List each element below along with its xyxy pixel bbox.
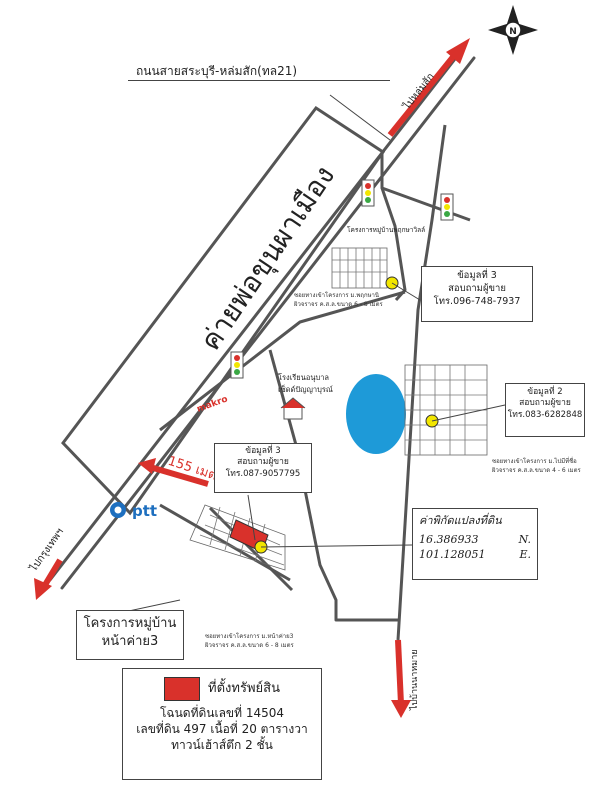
road-bottom-village-2 — [208, 506, 294, 592]
traffic-light-3 — [230, 351, 244, 379]
school-line2: เซ็ดด์ปัญญาบุรณ์ — [278, 384, 333, 394]
compass-label: N — [509, 27, 517, 37]
pond — [346, 374, 406, 454]
info-box-3-top-line2: สอบถามผู้ขาย — [448, 282, 506, 294]
road-note-bottom-2: ผิวจราจร ค.ส.ล.ขนาด 6 - 8 เมตร — [205, 642, 295, 649]
village-project-line2: หน้าค่าย3 — [101, 633, 159, 649]
compass-icon — [488, 5, 538, 55]
info-box-3-left-phone: โทร.087-9057795 — [225, 468, 301, 479]
coordinates-lon-row: 101.128051 E. — [419, 548, 531, 563]
coordinates-lat: 16.386933 — [419, 532, 479, 546]
highway-label: ถนนสายสระบุรี-หล่มสัก(ทล21) — [136, 62, 297, 81]
coordinates-lon: 101.128051 — [419, 547, 486, 561]
legend-land: เลขที่ดิน 497 เนื้อที่ 20 ตารางวา — [136, 722, 308, 737]
legend-box: ที่ตั้งทรัพย์สิน โฉนดที่ดินเลขที่ 14504 … — [122, 668, 322, 780]
legend-label: ที่ตั้งทรัพย์สิน — [208, 681, 280, 697]
info-box-2-title: ข้อมูลที่ 2 — [527, 387, 563, 397]
info-box-3-top-phone: โทร.096-748-7937 — [433, 295, 521, 307]
info-box-2: ข้อมูลที่ 2 สอบถามผู้ขาย โทร.083-6282848 — [505, 383, 585, 437]
highway — [48, 48, 476, 590]
local-roads — [159, 124, 471, 641]
road-note-bottom-1: ซอยทางเข้าโครงการ ม.หน้าค่าย3 — [205, 632, 294, 640]
connector-highway-label — [329, 94, 391, 141]
village-top-lots — [332, 248, 387, 288]
ptt-label: ptt — [132, 502, 157, 520]
road-to-top-village — [380, 187, 407, 302]
traffic-light-2 — [440, 193, 454, 221]
ptt-logo — [110, 502, 126, 518]
info-box-3-top-title: ข้อมูลที่ 3 — [457, 270, 497, 281]
school-icon — [280, 397, 306, 420]
arrow-to-lomsak — [387, 50, 460, 137]
road-west — [159, 290, 406, 432]
legend-building: ทาวน์เฮ้าส์ตึก 2 ชั้น — [171, 738, 273, 753]
road-note-right-2: ผิวจราจร ค.ส.ล.ขนาด 4 - 6 เมตร — [492, 467, 582, 474]
coordinates-box: ค่าพิกัดแปลงที่ดิน 16.386933 N. 101.1280… — [412, 508, 538, 580]
school-line1: โรงเรียนอนุบาล — [278, 373, 329, 382]
arrow-head-south — [391, 700, 411, 718]
road-note-right-1: ซอยทางเข้าโครงการ ม.ไปมีที่ชื่อ — [492, 457, 577, 465]
village-project-box: โครงการหมู่บ้าน หน้าค่าย3 — [76, 610, 184, 660]
arrow-head-bangkok — [34, 578, 52, 600]
village-project-line1: โครงการหมู่บ้าน — [83, 616, 177, 631]
road-top-branch — [380, 152, 471, 222]
main-vertical-road — [396, 124, 447, 641]
legend-swatch — [164, 677, 201, 701]
village-bottom-outline — [189, 504, 286, 571]
highway-label-text: ถนนสายสระบุรี-หล่มสัก(ทล21) — [136, 64, 298, 78]
traffic-lights — [230, 179, 454, 379]
road-note-top-1: ซอยทางเข้าโครงการ ม.พฤกษานิ — [294, 291, 379, 299]
info-box-3-left-line2: สอบถามผู้ขาย — [237, 457, 289, 468]
connector-coords — [260, 544, 413, 548]
direction-arrows — [34, 38, 470, 718]
distance-arrow-head — [138, 458, 156, 474]
village-top-label: โครงการหมู่บ้านพฤกษาวิลล์ — [347, 226, 425, 234]
info-box-3-left: ข้อมูลที่ 3 สอบถามผู้ขาย โทร.087-9057795 — [214, 443, 312, 493]
info-box-2-line2: สอบถามผู้ขาย — [519, 398, 571, 409]
connector-right — [431, 404, 506, 422]
camp-boundary — [61, 105, 386, 516]
direction-south: ไปบ้านนาหมาย — [409, 649, 420, 711]
coordinates-lon-dir: E. — [519, 547, 531, 561]
highway-line-right — [60, 56, 476, 590]
coordinates-lat-row: 16.386933 N. — [419, 533, 531, 548]
traffic-light-1 — [361, 179, 375, 207]
coordinates-lat-dir: N. — [518, 532, 531, 546]
village-right-lots — [405, 365, 487, 455]
connector-top — [391, 282, 421, 301]
connector-left-box — [247, 494, 256, 541]
road-note-top-2: ผิวจราจร ค.ส.ล.ขนาด 6 - 8 เมตร — [294, 301, 384, 308]
info-box-3-left-title: ข้อมูลที่ 3 — [245, 446, 281, 456]
highway-label-underline — [128, 80, 390, 81]
legend-deed: โฉนดที่ดินเลขที่ 14504 — [159, 706, 285, 720]
road-south-loop — [268, 349, 398, 622]
village-top — [331, 247, 388, 289]
arrow-to-south — [395, 639, 404, 705]
legend-header: ที่ตั้งทรัพย์สิน — [129, 677, 315, 701]
village-top-outline — [331, 247, 388, 289]
coordinates-title: ค่าพิกัดแปลงที่ดิน — [419, 514, 502, 527]
distance-arrow — [149, 464, 209, 487]
village-right — [404, 364, 488, 456]
arrow-head-lomsak — [446, 38, 470, 64]
highway-line-left — [48, 48, 464, 582]
info-box-3-top: ข้อมูลที่ 3 สอบถามผู้ขาย โทร.096-748-793… — [421, 266, 533, 322]
info-box-2-phone: โทร.083-6282848 — [507, 409, 583, 420]
connectors — [109, 94, 506, 616]
